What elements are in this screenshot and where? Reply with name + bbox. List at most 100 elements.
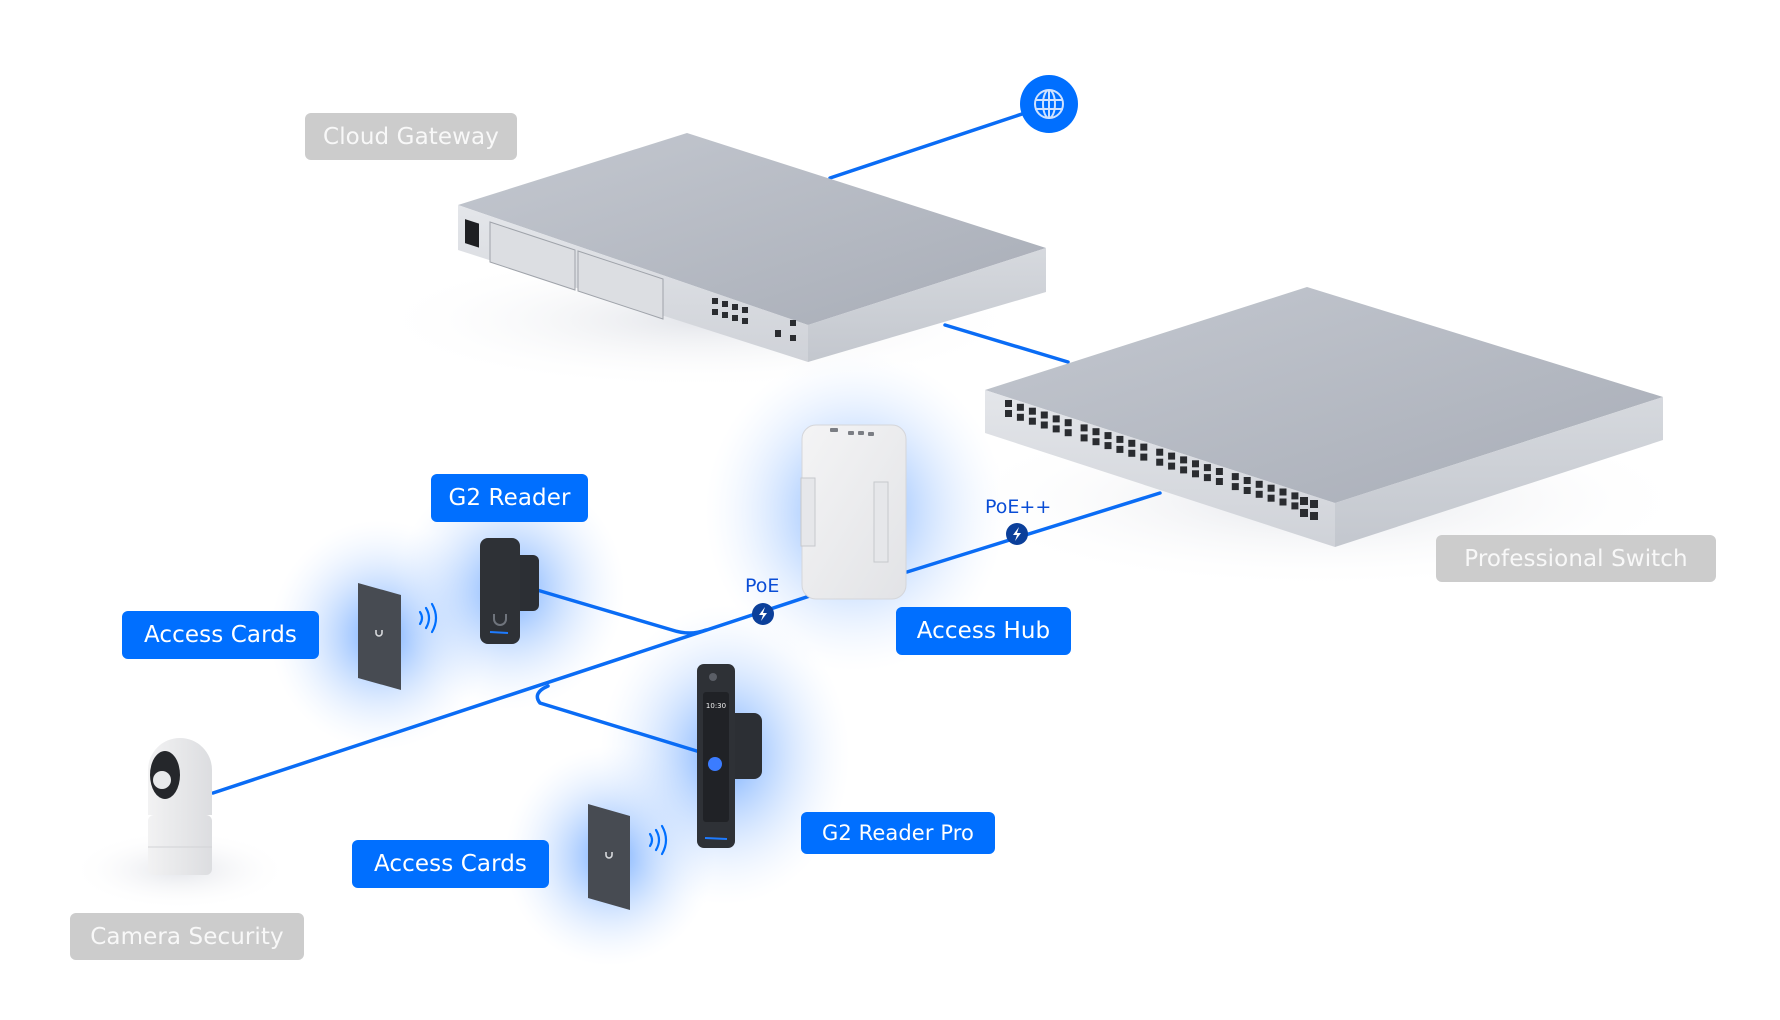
label-access-hub: Access Hub — [896, 607, 1071, 655]
nfc-wave-icon — [418, 602, 438, 634]
switch-port — [1128, 439, 1136, 447]
switch-port — [1231, 483, 1239, 491]
link-switch-hub — [905, 491, 1162, 574]
lightning-bolt-icon — [759, 607, 767, 621]
switch-port — [1140, 443, 1148, 451]
switch-side — [1335, 397, 1663, 547]
hub-body — [801, 424, 907, 600]
switch-port — [1104, 442, 1112, 450]
switch-port — [1243, 487, 1251, 494]
g2-reader-device[interactable] — [480, 538, 539, 644]
cloud-gateway-device[interactable] — [458, 133, 1046, 362]
switch-port — [1192, 470, 1199, 478]
switch-port — [1203, 464, 1211, 472]
switch-port — [1080, 424, 1088, 432]
access-card-1[interactable] — [358, 583, 438, 690]
switch-sfp-port — [1300, 509, 1308, 517]
label-professional-switch: Professional Switch — [1436, 535, 1716, 582]
switch-port — [1203, 474, 1211, 482]
switch-port — [1116, 445, 1124, 453]
hub-top-ports — [830, 428, 874, 436]
switch-port — [1267, 494, 1275, 502]
reader-led — [489, 631, 509, 634]
card-logo-icon — [605, 852, 613, 859]
g2-reader-pro-device[interactable]: 10:30 — [697, 664, 762, 848]
poe-badge — [752, 603, 774, 625]
switch-port — [1156, 448, 1164, 456]
link-hub-g2-reader-pro — [535, 684, 702, 754]
switch-sfp-port — [1300, 497, 1308, 505]
card-body — [588, 804, 630, 910]
nfc-wave-icon — [648, 824, 668, 856]
switch-port — [1028, 417, 1036, 425]
network-links — [211, 110, 1162, 795]
switch-port — [1192, 460, 1199, 468]
label-g2-reader-pro: G2 Reader Pro — [801, 812, 995, 854]
label-poe: PoE — [745, 575, 780, 597]
switch-port — [1092, 428, 1100, 436]
link-gateway-switch — [943, 323, 1070, 364]
switch-port — [1267, 484, 1275, 492]
link-hub-camera — [211, 584, 842, 795]
switch-port — [1016, 403, 1024, 411]
reader-pro-camera — [709, 673, 717, 681]
gateway-drive-bay-2 — [577, 250, 664, 320]
switch-port — [1180, 466, 1188, 474]
camera-base — [148, 815, 212, 875]
internet-node[interactable] — [1020, 75, 1078, 133]
switch-ports — [1005, 400, 1318, 520]
switch-port — [1128, 449, 1136, 457]
reader-front — [480, 538, 520, 644]
poe-plus-plus-badge — [1006, 523, 1028, 545]
link-hub-g2-reader — [535, 588, 708, 635]
reader-pro-screen — [703, 692, 729, 822]
label-access-cards-1: Access Cards — [122, 611, 319, 659]
access-hub-device[interactable] — [800, 424, 907, 600]
switch-port — [1291, 502, 1299, 510]
switch-port — [1064, 419, 1072, 427]
switch-port — [1279, 498, 1287, 506]
switch-front — [985, 390, 1335, 547]
switch-port — [1215, 468, 1223, 475]
professional-switch-device[interactable] — [985, 287, 1663, 547]
gateway-side — [808, 248, 1046, 362]
switch-top — [985, 287, 1663, 503]
switch-port — [1168, 462, 1176, 470]
switch-port — [1215, 478, 1223, 485]
switch-port — [1040, 411, 1048, 419]
label-camera-security: Camera Security — [70, 913, 304, 960]
switch-port — [1168, 452, 1176, 460]
reader-pro-unlock-button — [708, 757, 722, 771]
label-g2-reader: G2 Reader — [431, 474, 588, 522]
switch-port — [1255, 490, 1263, 498]
switch-sfp-port — [1310, 512, 1318, 520]
switch-port — [1116, 435, 1124, 443]
access-card-2[interactable] — [588, 804, 668, 910]
switch-port — [1064, 429, 1072, 437]
camera-device[interactable] — [148, 738, 212, 875]
switch-port — [1180, 456, 1188, 464]
reader-logo-icon — [493, 614, 507, 626]
switch-port — [1291, 492, 1299, 500]
camera-lens — [153, 771, 171, 789]
switch-port — [1052, 425, 1060, 433]
switch-port — [1052, 415, 1060, 423]
switch-port — [1243, 477, 1251, 484]
label-cloud-gateway: Cloud Gateway — [305, 113, 517, 160]
switch-port — [1005, 400, 1012, 407]
reader-pro-screen-time: 10:30 — [706, 702, 726, 710]
switch-port — [1140, 453, 1148, 461]
reader-pro-led — [704, 837, 728, 840]
gateway-ports — [712, 298, 796, 341]
switch-port — [1040, 421, 1048, 429]
lightning-bolt-icon — [1013, 527, 1021, 541]
switch-port — [1016, 413, 1024, 421]
switch-sfp-port — [1310, 500, 1318, 508]
switch-port — [1092, 438, 1100, 446]
switch-port — [1255, 480, 1263, 488]
gateway-drive-bay-1 — [489, 221, 576, 291]
switch-port — [1028, 407, 1036, 415]
switch-port — [1156, 458, 1164, 466]
